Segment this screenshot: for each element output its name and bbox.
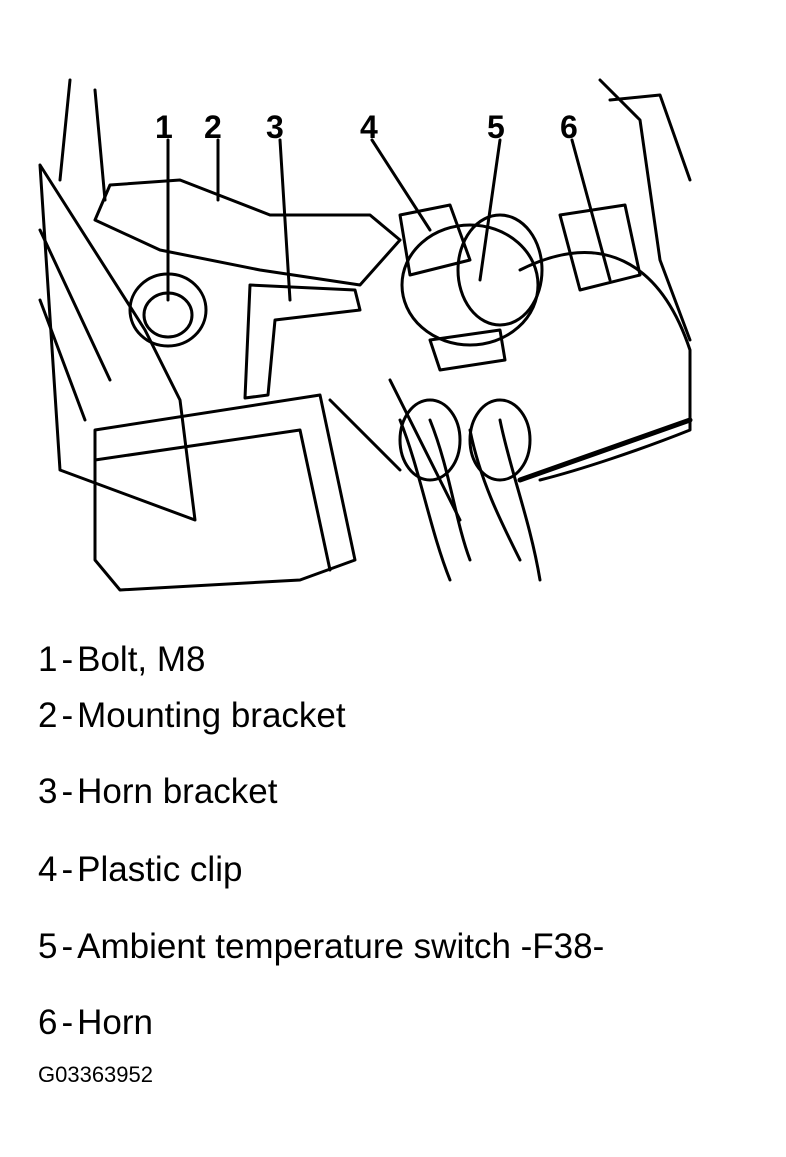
legend-item: 4-Plastic clip bbox=[38, 850, 243, 889]
body-panel-lines bbox=[38, 78, 112, 422]
leader-line-5 bbox=[478, 138, 502, 282]
wiring-harness bbox=[398, 418, 542, 582]
legend-item: 5-Ambient temperature switch -F38- bbox=[38, 927, 605, 966]
callout-6: 6 bbox=[560, 109, 578, 145]
legend-item: 2-Mounting bracket bbox=[38, 696, 346, 735]
callout-1: 1 bbox=[155, 109, 173, 145]
horn bbox=[558, 203, 642, 292]
component-diagram: 1 2 3 4 5 6 bbox=[38, 78, 693, 592]
legend-item: 6-Horn bbox=[38, 1003, 153, 1042]
horn-bracket bbox=[243, 283, 362, 400]
legend-item: 1-Bolt, M8 bbox=[38, 640, 206, 679]
mounting-bracket bbox=[93, 178, 402, 287]
body-panel-left bbox=[38, 163, 197, 522]
lower-beam bbox=[93, 393, 357, 592]
callout-3: 3 bbox=[266, 109, 284, 145]
legend-item: 3-Horn bracket bbox=[38, 772, 278, 811]
callout-5: 5 bbox=[487, 109, 505, 145]
callout-4: 4 bbox=[360, 109, 378, 145]
callout-2: 2 bbox=[204, 109, 222, 145]
leader-line-4 bbox=[370, 138, 432, 232]
plastic-clip bbox=[398, 203, 472, 277]
figure-id: G03363952 bbox=[38, 1062, 153, 1087]
ambient-temperature-switch bbox=[400, 223, 540, 347]
leader-line-6 bbox=[570, 138, 612, 282]
leader-line-3 bbox=[278, 138, 292, 302]
